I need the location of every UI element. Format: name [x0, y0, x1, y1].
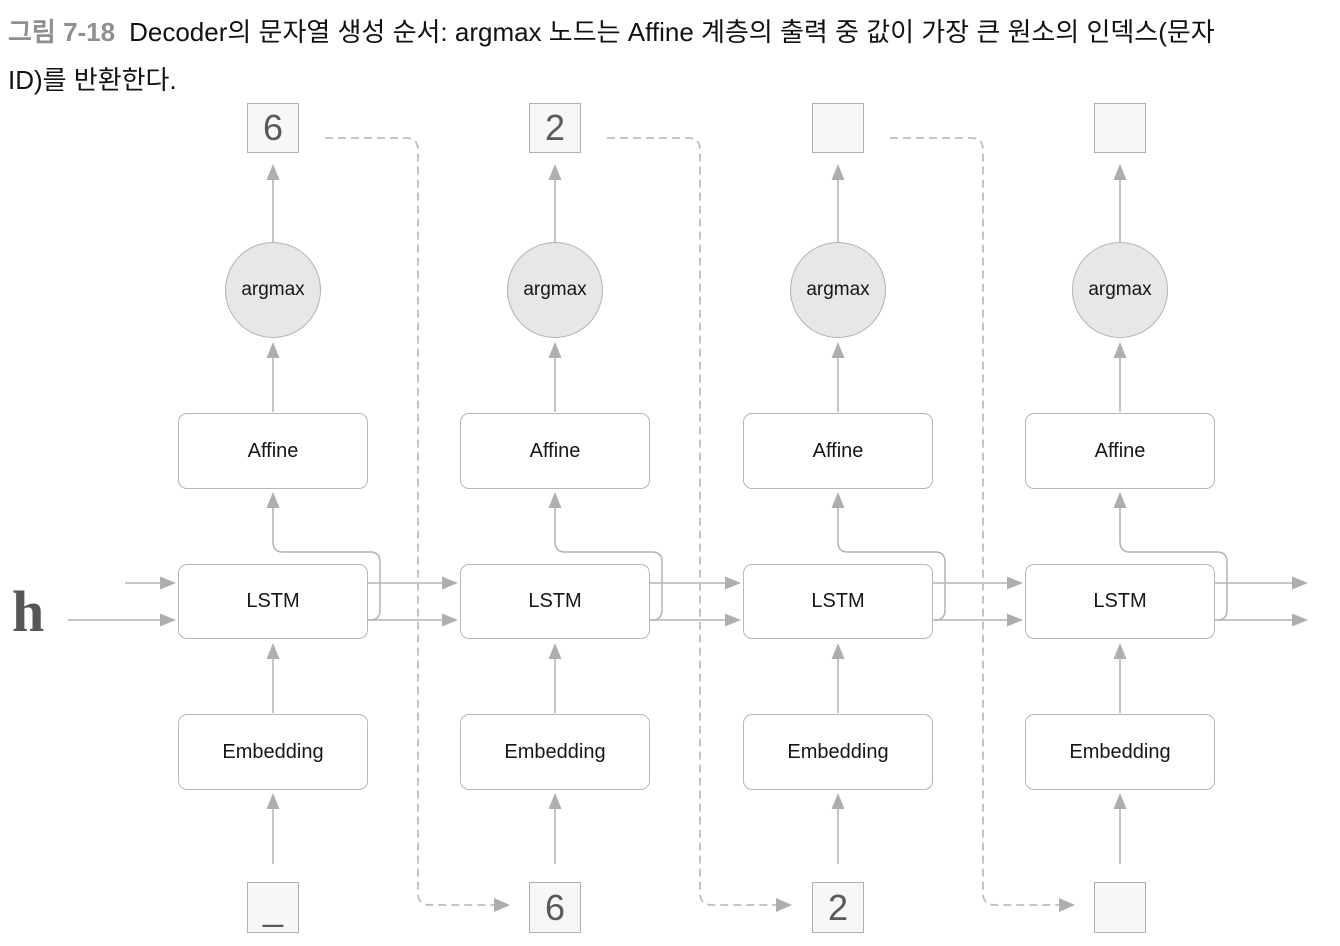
input-id-value: 6 [544, 886, 566, 928]
output-id-value: 6 [262, 107, 284, 148]
argmax-label: argmax [241, 279, 305, 300]
affine-box-0: Affine [178, 413, 368, 489]
affine-label: Affine [529, 439, 581, 462]
embedding-label: Embedding [1069, 740, 1171, 763]
lstm-label: LSTM [1093, 590, 1147, 612]
argmax-node-1: argmax [507, 242, 603, 338]
output-id-box-2 [812, 103, 864, 153]
caption-text-line1: Decoder의 문자열 생성 순서: argmax 노드는 Affine 계층… [129, 17, 1215, 47]
affine-box-1: Affine [460, 413, 650, 489]
input-id-box-1: 6 [529, 882, 581, 933]
affine-box-2: Affine [743, 413, 933, 489]
input-id-box-3 [1094, 882, 1146, 933]
feedback-dashed-path-2 [890, 137, 1059, 906]
embedding-label: Embedding [222, 740, 324, 763]
lstm-label: LSTM [811, 590, 865, 612]
figure-caption: 그림 7-18 Decoder의 문자열 생성 순서: argmax 노드는 Af… [8, 8, 1338, 104]
column-0-wires [68, 180, 442, 864]
affine-label: Affine [1094, 439, 1146, 462]
affine-label: Affine [812, 439, 864, 462]
input-id-value: 2 [827, 886, 849, 928]
lstm-box-2: LSTM [743, 564, 933, 639]
embedding-label: Embedding [504, 740, 606, 763]
column-2-wires [837, 180, 1007, 864]
input-id-box-0: _ [247, 882, 299, 933]
argmax-label: argmax [523, 279, 587, 300]
embedding-label: Embedding [787, 740, 889, 763]
output-id-box-1: 2 [529, 103, 581, 153]
column-1-wires [554, 180, 725, 864]
lstm-box-3: LSTM [1025, 564, 1215, 639]
argmax-label: argmax [1088, 279, 1152, 300]
column-3-wires [1119, 180, 1292, 864]
argmax-node-2: argmax [790, 242, 886, 338]
hidden-state-h-label: h [12, 579, 45, 644]
input-id-box-2: 2 [812, 882, 864, 933]
argmax-node-3: argmax [1072, 242, 1168, 338]
embedding-box-2: Embedding [743, 714, 933, 790]
embedding-box-1: Embedding [460, 714, 650, 790]
argmax-node-0: argmax [225, 242, 321, 338]
lstm-label: LSTM [246, 590, 300, 612]
feedback-dashed-path-1 [607, 137, 776, 906]
lstm-box-1: LSTM [460, 564, 650, 639]
input-id-value: _ [262, 886, 284, 928]
output-id-value: 2 [544, 107, 566, 148]
embedding-box-0: Embedding [178, 714, 368, 790]
argmax-label: argmax [806, 279, 870, 300]
lstm-label: LSTM [528, 590, 582, 612]
output-id-box-0: 6 [247, 103, 299, 153]
embedding-box-3: Embedding [1025, 714, 1215, 790]
affine-box-3: Affine [1025, 413, 1215, 489]
lstm-box-0: LSTM [178, 564, 368, 639]
affine-label: Affine [247, 439, 299, 462]
figure-number-label: 그림 7-18 [8, 17, 116, 47]
output-id-box-3 [1094, 103, 1146, 153]
arrowheads [160, 164, 1308, 912]
caption-text-line2: ID)를 반환한다. [8, 65, 177, 95]
feedback-dashed-path-0 [325, 137, 494, 906]
